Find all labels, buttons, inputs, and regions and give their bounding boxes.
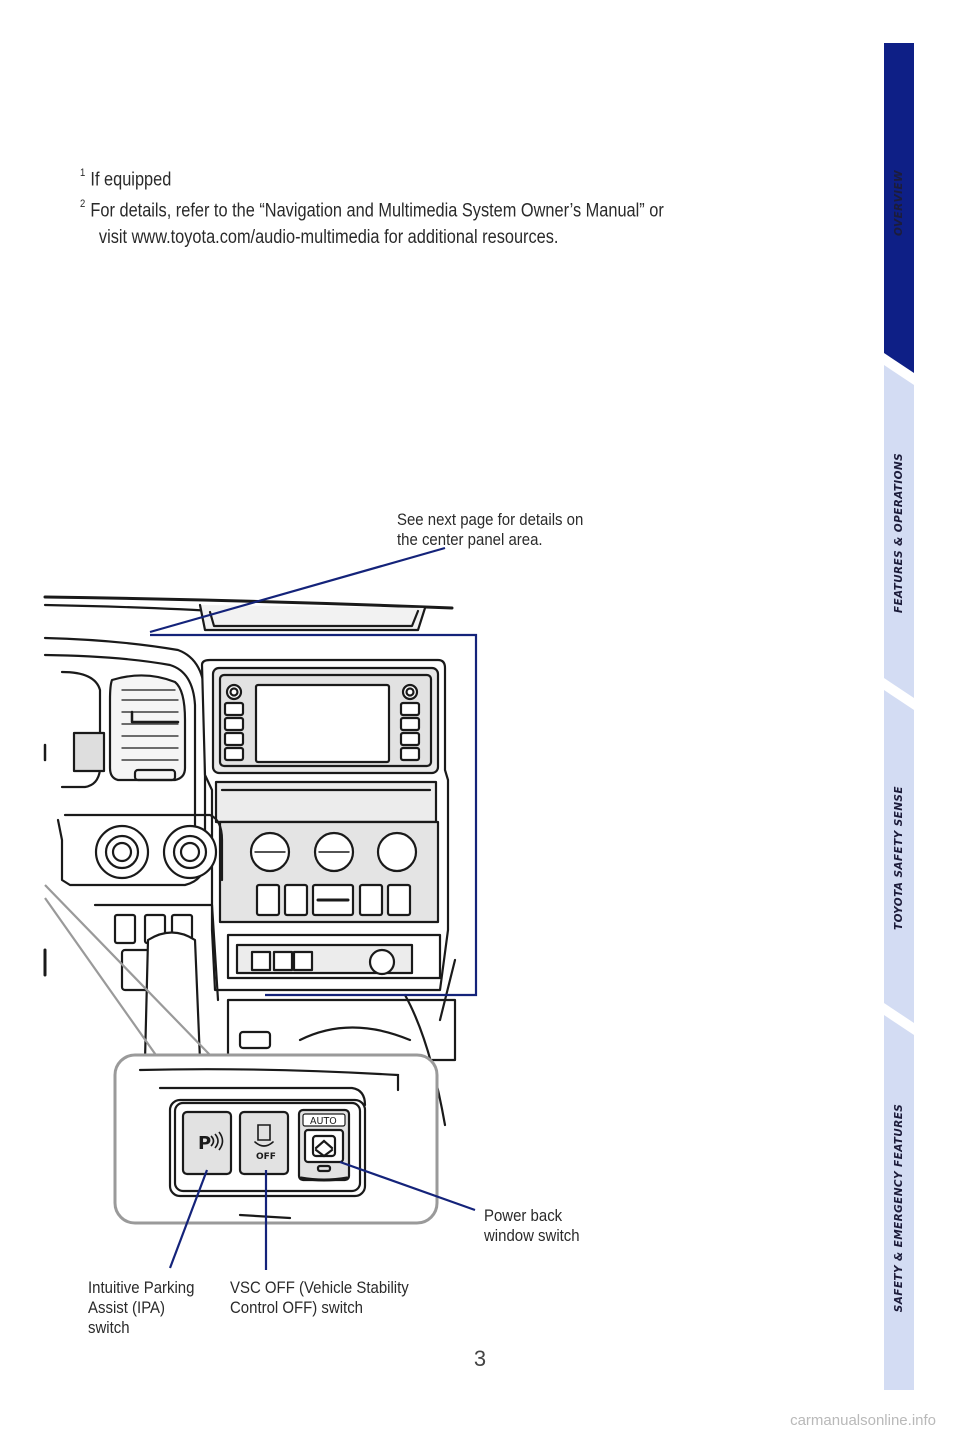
footnote-2-continued: visit www.toyota.com/audio-multimedia fo… bbox=[98, 226, 559, 248]
tab-safety-label: SAFETY & EMERGENCY FEATURES bbox=[893, 1103, 905, 1313]
ipa-leader bbox=[168, 1169, 209, 1269]
vsc-off-glyph: OFF bbox=[256, 1152, 276, 1162]
section-tabs: OVERVIEW FEATURES & OPERATIONS TOYOTA SA… bbox=[884, 43, 914, 1390]
tab-features-operations[interactable]: FEATURES & OPERATIONS bbox=[884, 373, 914, 693]
tab-safety-shape bbox=[884, 1015, 914, 1390]
tab-overview-shape bbox=[884, 43, 914, 373]
center-panel-callout-leader bbox=[149, 546, 478, 997]
tab-features-label: FEATURES & OPERATIONS bbox=[893, 452, 905, 614]
section-tabs-shapes bbox=[884, 43, 914, 1390]
center-panel-callout: See next page for details on the center … bbox=[397, 510, 584, 549]
tab-overview[interactable]: OVERVIEW bbox=[884, 43, 914, 363]
tab-tss-shape bbox=[884, 690, 914, 1023]
ipa-switch-glyph: P bbox=[198, 1133, 211, 1154]
tab-overview-label: OVERVIEW bbox=[893, 170, 905, 236]
tab-safety-emergency[interactable]: SAFETY & EMERGENCY FEATURES bbox=[884, 1028, 914, 1388]
inset-switch-panel: P OFF AUTO bbox=[113, 1053, 439, 1225]
power-window-leader bbox=[339, 1160, 476, 1212]
tab-toyota-safety-sense[interactable]: TOYOTA SAFETY SENSE bbox=[884, 698, 914, 1018]
vsc-off-callout: VSC OFF (Vehicle Stability Control OFF) … bbox=[230, 1278, 409, 1317]
tab-features-shape bbox=[884, 365, 914, 698]
watermark: carmanualsonline.info bbox=[790, 1412, 936, 1429]
power-back-window-callout: Power back window switch bbox=[484, 1206, 580, 1245]
tab-tss-label: TOYOTA SAFETY SENSE bbox=[893, 786, 905, 930]
page-number: 3 bbox=[473, 1346, 487, 1371]
auto-label: AUTO bbox=[310, 1116, 337, 1127]
ipa-switch-callout: Intuitive Parking Assist (IPA) switch bbox=[88, 1278, 195, 1337]
